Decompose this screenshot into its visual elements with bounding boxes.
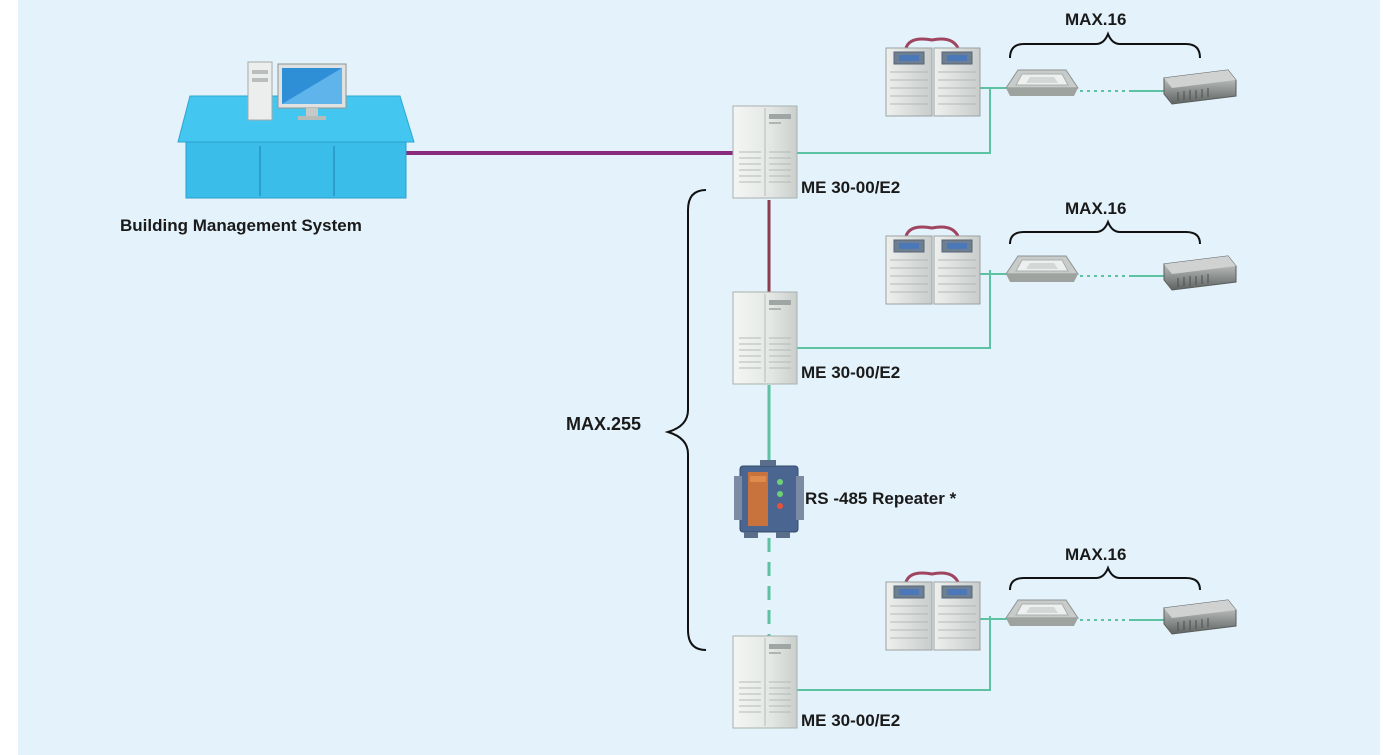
outdoor-unit-2-icon [884,225,982,306]
cassette-unit-3-icon [1005,599,1079,627]
duct-unit-3-icon [1163,599,1237,635]
bms-workstation-icon [177,61,415,199]
group-3-max-label: MAX.16 [1065,545,1127,564]
group-2-max-label: MAX.16 [1065,199,1127,218]
rs485-branch-line-3 [797,616,991,691]
controller-3-icon [732,635,798,729]
max16-brace-2 [1009,219,1201,245]
controller-2-icon [732,291,798,385]
rs485-branch-line-2 [797,270,991,349]
bms-label: Building Management System [120,216,362,235]
group-1-max-label: MAX.16 [1065,10,1127,29]
controller-1-label: ME 30-00/E2 [801,178,901,197]
duct-unit-1-icon [1163,69,1237,105]
duct-unit-2-icon [1163,255,1237,291]
max255-brace [664,189,707,651]
rs485-branch-line-1 [797,87,991,154]
outdoor-unit-1-icon [884,37,982,118]
cassette-unit-1-icon [1005,69,1079,97]
max16-brace-3 [1009,565,1201,591]
max-controllers-label: MAX.255 [566,414,642,434]
controller-1-icon [732,105,798,199]
repeater-label: RS -485 Repeater * [805,489,957,508]
outdoor-unit-3-icon [884,571,982,652]
cassette-unit-2-icon [1005,255,1079,283]
controller-2-label: ME 30-00/E2 [801,363,901,382]
controller-3-label: ME 30-00/E2 [801,711,901,730]
max16-brace-1 [1009,31,1201,59]
repeater-icon [734,460,804,538]
